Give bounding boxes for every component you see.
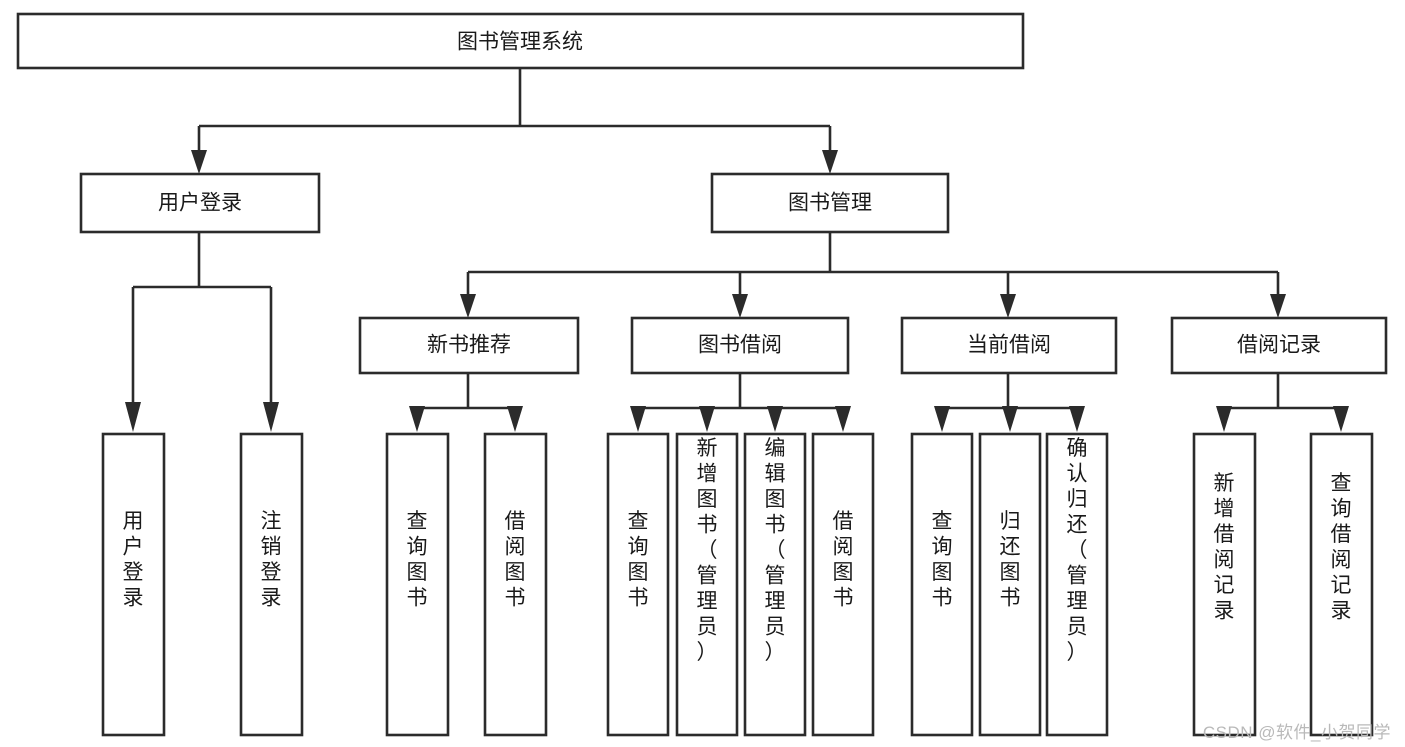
node-leaf-add-book-label: 新增图书（管理员）	[697, 437, 718, 664]
node-leaf-query-book-3-label: 查询图书	[932, 510, 953, 610]
node-user-login-box[interactable]	[79, 172, 321, 234]
node-borrow-record[interactable]: 借阅记录	[1170, 316, 1388, 375]
node-leaf-user-login-label: 用户登录	[123, 510, 144, 610]
node-leaf-borrow-book-1-box[interactable]	[483, 432, 548, 737]
node-leaf-add-book-box[interactable]	[675, 432, 739, 737]
node-leaf-add-record-label: 新增借阅记录	[1214, 472, 1235, 623]
arrow-to-leaf-query-book-1-icon	[409, 406, 425, 432]
node-user-login-label: 用户登录	[158, 192, 242, 215]
arrow-to-leaf-confirm-return-icon	[1069, 406, 1085, 432]
node-borrow-record-box[interactable]	[1170, 316, 1388, 375]
node-leaf-logout-login-box[interactable]	[239, 432, 304, 737]
node-book-manage[interactable]: 图书管理	[710, 172, 950, 234]
node-new-book-recommend-label: 新书推荐	[427, 334, 511, 357]
node-leaf-query-book-1[interactable]: 查询图书	[385, 432, 450, 737]
node-leaf-user-login[interactable]: 用户登录	[101, 432, 166, 737]
arrow-to-leaf-query-book-3-icon	[934, 406, 950, 432]
node-leaf-borrow-book-1[interactable]: 借阅图书	[483, 432, 548, 737]
node-leaf-return-book[interactable]: 归还图书	[978, 432, 1042, 737]
node-leaf-borrow-book-2-box[interactable]	[811, 432, 875, 737]
node-leaf-add-record-box[interactable]	[1192, 432, 1257, 737]
node-leaf-borrow-book-2[interactable]: 借阅图书	[811, 432, 875, 737]
connector-layer	[125, 68, 1349, 432]
node-book-borrow-box[interactable]	[630, 316, 850, 375]
node-leaf-query-book-2-label: 查询图书	[628, 510, 649, 610]
arrow-to-leaf-query-book-2-icon	[630, 406, 646, 432]
arrow-to-leaf-logout-login-icon	[263, 402, 279, 432]
node-current-borrow-label: 当前借阅	[967, 334, 1051, 357]
node-leaf-query-book-3-box[interactable]	[910, 432, 974, 737]
arrow-to-leaf-user-login-icon	[125, 402, 141, 432]
node-leaf-edit-book-label: 编辑图书（管理员）	[765, 437, 786, 664]
arrow-to-current-borrow-icon	[1000, 294, 1016, 318]
node-leaf-query-book-1-label: 查询图书	[407, 510, 428, 610]
arrow-to-borrow-record-icon	[1270, 294, 1286, 318]
node-root[interactable]: 图书管理系统	[16, 12, 1025, 70]
node-leaf-query-record[interactable]: 查询借阅记录	[1309, 432, 1374, 737]
arrow-to-leaf-borrow-book-1-icon	[507, 406, 523, 432]
node-book-manage-box[interactable]	[710, 172, 950, 234]
arrow-to-leaf-return-book-icon	[1002, 406, 1018, 432]
arrow-to-leaf-query-record-icon	[1333, 406, 1349, 432]
node-new-book-recommend-box[interactable]	[358, 316, 580, 375]
arrow-to-leaf-borrow-book-2-icon	[835, 406, 851, 432]
node-leaf-confirm-return-label: 确认归还（管理员）	[1067, 437, 1088, 664]
node-leaf-add-book[interactable]: 新增图书（管理员）	[675, 432, 739, 737]
node-leaf-confirm-return[interactable]: 确认归还（管理员）	[1045, 432, 1109, 737]
node-leaf-borrow-book-2-label: 借阅图书	[833, 510, 854, 610]
node-leaf-edit-book-box[interactable]	[743, 432, 807, 737]
node-user-login[interactable]: 用户登录	[79, 172, 321, 234]
node-book-manage-label: 图书管理	[788, 192, 872, 215]
node-leaf-logout-login[interactable]: 注销登录	[239, 432, 304, 737]
csdn-watermark: CSDN @软件_小贺同学	[1202, 723, 1391, 742]
node-leaf-user-login-box[interactable]	[101, 432, 166, 737]
node-book-borrow-label: 图书借阅	[698, 334, 782, 357]
node-leaf-return-book-label: 归还图书	[1000, 510, 1021, 610]
node-root-box[interactable]	[16, 12, 1025, 70]
node-current-borrow[interactable]: 当前借阅	[900, 316, 1118, 375]
node-leaf-borrow-book-1-label: 借阅图书	[505, 510, 526, 610]
arrow-to-user-login-icon	[191, 150, 207, 174]
node-leaf-query-record-box[interactable]	[1309, 432, 1374, 737]
node-leaf-query-record-label: 查询借阅记录	[1331, 472, 1352, 623]
node-leaf-edit-book[interactable]: 编辑图书（管理员）	[743, 432, 807, 737]
arrow-to-leaf-edit-book-icon	[767, 406, 783, 432]
arrow-to-leaf-add-book-icon	[699, 406, 715, 432]
arrow-to-new-book-recommend-icon	[460, 294, 476, 318]
node-leaf-query-book-2-box[interactable]	[606, 432, 670, 737]
node-leaf-logout-login-label: 注销登录	[261, 510, 282, 610]
arrow-to-book-manage-icon	[822, 150, 838, 174]
node-new-book-recommend[interactable]: 新书推荐	[358, 316, 580, 375]
node-current-borrow-box[interactable]	[900, 316, 1118, 375]
node-leaf-query-book-2[interactable]: 查询图书	[606, 432, 670, 737]
node-leaf-return-book-box[interactable]	[978, 432, 1042, 737]
arrow-to-leaf-add-record-icon	[1216, 406, 1232, 432]
node-leaf-query-book-1-box[interactable]	[385, 432, 450, 737]
node-borrow-record-label: 借阅记录	[1237, 334, 1321, 357]
node-leaf-add-record[interactable]: 新增借阅记录	[1192, 432, 1257, 737]
node-root-label: 图书管理系统	[457, 31, 583, 54]
node-leaf-query-book-3[interactable]: 查询图书	[910, 432, 974, 737]
arrow-to-book-borrow-icon	[732, 294, 748, 318]
node-book-borrow[interactable]: 图书借阅	[630, 316, 850, 375]
node-leaf-confirm-return-box[interactable]	[1045, 432, 1109, 737]
